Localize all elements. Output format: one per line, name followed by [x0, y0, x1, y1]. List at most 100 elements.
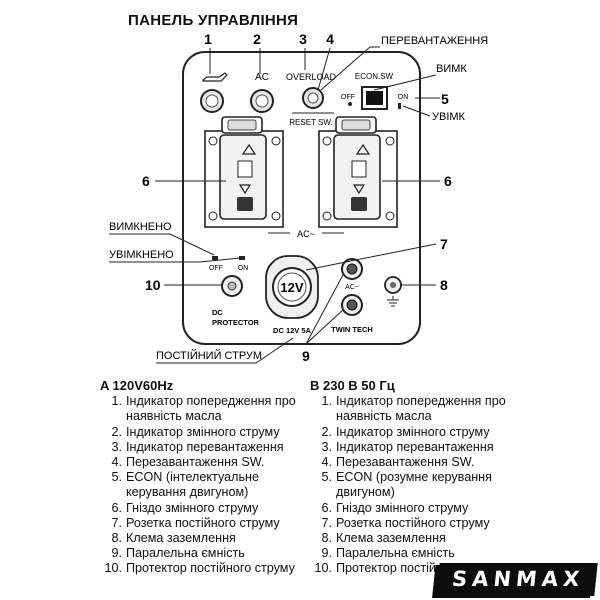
legend-item-number: 2. [321, 424, 332, 439]
dc-protector[interactable]: OFF ON DC PROTECTOR [209, 256, 260, 327]
legend-item-text: ECON (інтелектуальне керування двигуном) [126, 470, 259, 500]
legend-item: 9. Паралельна ємність [100, 546, 300, 561]
legend-item: 3.Індикатор перевантаження [310, 440, 510, 455]
legend-item: 1. Індикатор попередження про наявність м… [310, 394, 510, 424]
dc-12v-outlet[interactable]: 12V DC 12V 5A [265, 255, 319, 335]
legend-list-a: A 120V60Hz 1.Індикатор попередження про … [100, 378, 300, 577]
legend-item-number: 4. [321, 455, 332, 470]
ac-indicator-label: AC [255, 72, 269, 83]
callout-6-right: 6 [444, 173, 452, 189]
legend-item: 8. Клема заземлення [310, 531, 510, 546]
legend-item-number: 9. [111, 546, 122, 561]
protector-panel-label: PROTECTOR [212, 318, 260, 327]
legend-item: 1.Індикатор попередження про наявність м… [100, 394, 300, 424]
legend-item-number: 1. [321, 394, 332, 409]
legend-item-text: Клема заземлення [126, 531, 236, 546]
legend-item-number: 1. [111, 394, 122, 409]
legend-item-number: 3. [321, 439, 332, 454]
econ-off-label: OFF [341, 94, 355, 101]
overload-panel-label: OVERLOAD [286, 72, 337, 82]
legend-item-number: 3. [111, 439, 122, 454]
overload-indicator: OVERLOAD RESET SW. [286, 72, 337, 127]
legend-a-items: 1.Індикатор попередження про наявність м… [100, 394, 300, 576]
econ-switch[interactable]: ECON.SW OFF ON [341, 72, 408, 110]
callout-5: 5 [441, 91, 449, 107]
legend-item: 6.Гніздо змінного струму [100, 501, 300, 516]
legend-item-number: 8. [321, 531, 332, 546]
callout-4: 4 [326, 31, 334, 47]
dc-panel-label: DC [212, 308, 223, 317]
callout-3: 3 [299, 31, 307, 47]
legend-item: 7.Розетка постійного струму [100, 516, 300, 531]
legend-item-number: 9. [321, 546, 332, 561]
legend-item-number: 7. [321, 515, 332, 530]
econ-panel-label: ECON.SW [355, 72, 394, 81]
dc-switch-on-label: ON [238, 265, 249, 272]
legend-item-text: Розетка постійного струму [336, 515, 490, 530]
legend-item-text: Індикатор перевантаження [126, 439, 284, 454]
legend-item: 6. Гніздо змінного струму [310, 501, 510, 516]
legend-b-items: 1. Індикатор попередження про наявність м… [310, 394, 510, 576]
switch-off-callout: ВИМКНЕНО [109, 221, 172, 233]
legend-item: 9. Паралельна ємність [310, 546, 510, 561]
diagram-title: ПАНЕЛЬ УПРАВЛІННЯ [128, 12, 299, 29]
legend-item-number: 10. [314, 561, 332, 576]
dc-switch-off-label: OFF [209, 265, 223, 272]
twin-tech-label: TWIN TECH [331, 325, 373, 334]
econ-off-callout: УВІМК [432, 111, 466, 123]
overload-callout-label: ПЕРЕВАНТАЖЕННЯ [381, 35, 488, 47]
callout-8: 8 [440, 277, 448, 293]
parallel-terminals[interactable]: AC~ TWIN TECH [331, 258, 373, 334]
legend-item-number: 2. [111, 424, 122, 439]
legend-a-heading: A 120V60Hz [100, 378, 174, 393]
legend-item-text: Паралельна ємність [126, 546, 245, 561]
legend-item-text: Індикатор попередження про наявність мас… [336, 394, 506, 424]
legend-item-text: Перезавантаження SW. [336, 455, 475, 470]
twelve-v-label: 12V [280, 280, 303, 295]
legend-item-text: Індикатор змінного струму [336, 424, 490, 439]
legend-item: 5. ECON (інтелектуальне керування двигуно… [100, 470, 300, 500]
econ-on-callout: ВИМК [436, 63, 467, 75]
callout-7: 7 [440, 236, 448, 252]
callout-10: 10 [145, 277, 161, 293]
legend-item-text: Клема заземлення [336, 531, 446, 546]
legend-item-number: 4. [111, 455, 122, 470]
dc-rating-label: DC 12V 5A [273, 326, 312, 335]
legend-list-b: B 230 В 50 Гц 1. Індикатор попередження п… [310, 378, 510, 577]
callout-1: 1 [204, 31, 212, 47]
legend-item-text: Гніздо змінного струму [126, 500, 259, 515]
legend-item-number: 7. [111, 515, 122, 530]
legend-item-number: 10. [104, 561, 122, 576]
control-panel-diagram: AC OVERLOAD RESET SW. ECON.SW OFF ON [109, 31, 488, 364]
legend-item: 8. Клема заземлення [100, 531, 300, 546]
legend-item-text: Перезавантаження SW. [126, 455, 265, 470]
ac-socket-right[interactable] [318, 116, 398, 228]
legend-item-text: ECON (розумне керування двигуном) [336, 470, 492, 500]
dc-callout-label: ПОСТІЙНИЙ СТРУМ [156, 349, 262, 362]
ac-sockets-label: AC~ [297, 229, 315, 239]
parallel-ac-label: AC~ [345, 284, 359, 291]
legend-item: 4. Перезавантаження SW. [310, 455, 510, 470]
legend-item: 7. Розетка постійного струму [310, 516, 510, 531]
brand-logo: SANMAX [438, 565, 596, 594]
callout-6-left: 6 [142, 173, 150, 189]
legend-item-text: Індикатор змінного струму [126, 424, 280, 439]
legend-item: 2. Індикатор змінного струму [310, 425, 510, 440]
legend-item: 4. Перезавантаження SW. [100, 455, 300, 470]
legend-item-text: Гніздо змінного струму [336, 500, 469, 515]
legend-item-number: 5. [111, 470, 122, 485]
oil-warning-indicator [200, 72, 228, 113]
legend-item-number: 5. [321, 470, 332, 485]
legend-b-heading: B 230 В 50 Гц [310, 378, 395, 393]
legend-item: 5. ECON (розумне керування двигуном) [310, 470, 510, 500]
legend-item-number: 8. [111, 531, 122, 546]
legend-item-text: Паралельна ємність [336, 546, 455, 561]
oil-can-icon [202, 72, 228, 82]
ac-socket-left[interactable] [204, 116, 284, 228]
callout-9: 9 [302, 348, 310, 364]
reset-panel-label: RESET SW. [289, 118, 332, 127]
legend-item-number: 6. [321, 500, 332, 515]
ac-indicator: AC [250, 72, 274, 113]
switch-on-callout: УВІМКНЕНО [109, 249, 174, 261]
legend-item: 2. Індикатор змінного струму [100, 425, 300, 440]
